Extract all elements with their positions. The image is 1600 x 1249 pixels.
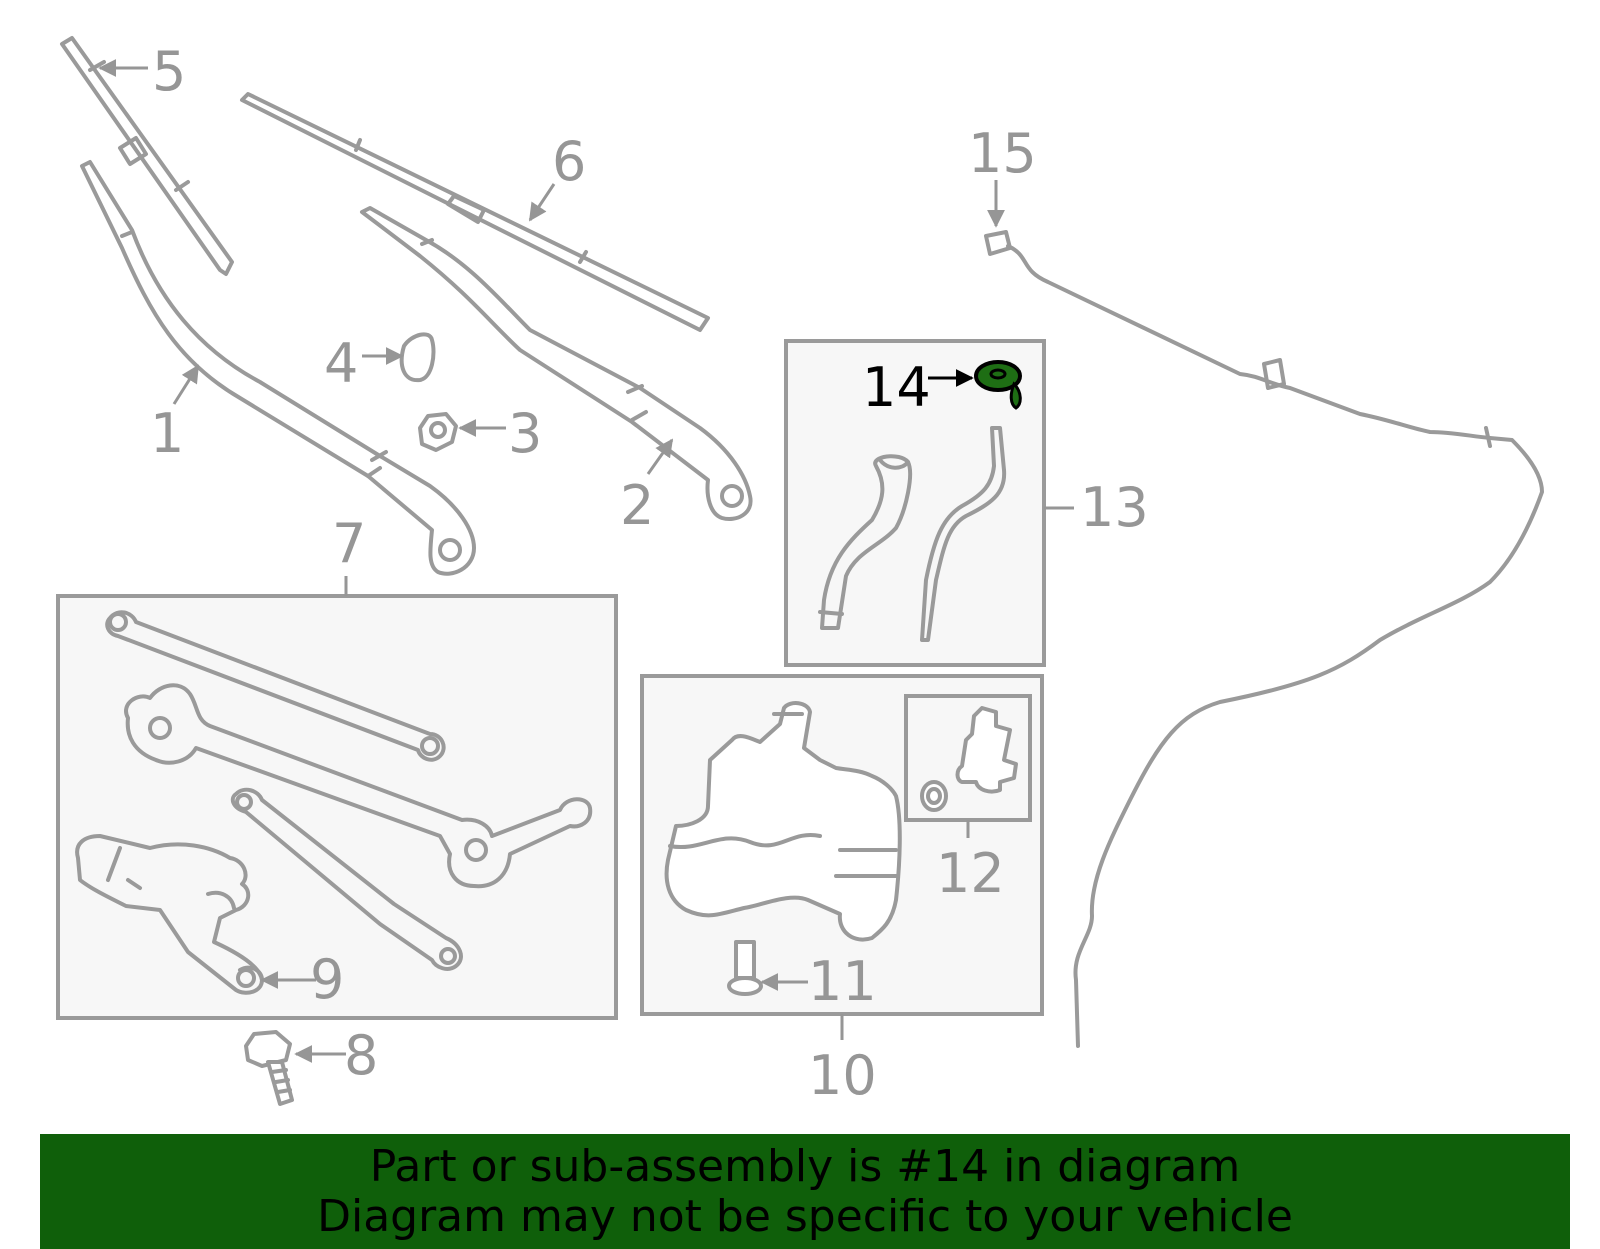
info-banner: Part or sub-assembly is #14 in diagram D… [40,1134,1570,1249]
callout-6: 6 [552,130,586,193]
callout-5: 5 [152,40,186,103]
banner-line-part: Part or sub-assembly is #14 in diagram [369,1141,1241,1192]
part-6-wiper-blade-right[interactable] [240,92,710,332]
callout-15: 15 [968,122,1037,185]
callout-14-highlighted: 14 [862,356,931,419]
banner-line-disclaimer: Diagram may not be specific to your vehi… [317,1191,1293,1242]
callout-10: 10 [808,1044,877,1107]
callout-7: 7 [332,512,366,575]
callout-9: 9 [310,948,344,1011]
callout-4: 4 [324,332,358,395]
part-7-wiper-linkage[interactable] [105,610,593,971]
callout-1: 1 [150,402,184,465]
part-14-grommet-highlighted[interactable] [974,360,1022,410]
part-3-nut[interactable] [418,412,458,452]
part-2-wiper-arm-right[interactable] [360,206,753,521]
callout-12: 12 [936,842,1005,905]
callout-2: 2 [620,474,654,537]
part-12-washer-pump[interactable] [920,706,1018,812]
part-4-pivot-cap[interactable] [399,332,436,383]
part-7-box [56,594,618,1020]
callout-11: 11 [808,950,877,1013]
part-15-washer-hose[interactable] [984,230,1544,1048]
leaders [98,59,1074,1063]
part-5-wiper-blade-left[interactable] [60,36,234,276]
callout-13: 13 [1080,476,1149,539]
callout-8: 8 [344,1024,378,1087]
part-10-washer-reservoir[interactable] [664,701,902,942]
part-7-wiper-motor[interactable] [75,834,264,995]
part-11-seal[interactable] [727,940,763,996]
part-13-filler-neck-and-hose[interactable] [818,426,1007,642]
part-1-wiper-arm-left[interactable] [80,160,476,576]
callout-3: 3 [508,402,542,465]
part-8-bolt[interactable] [244,1030,294,1106]
